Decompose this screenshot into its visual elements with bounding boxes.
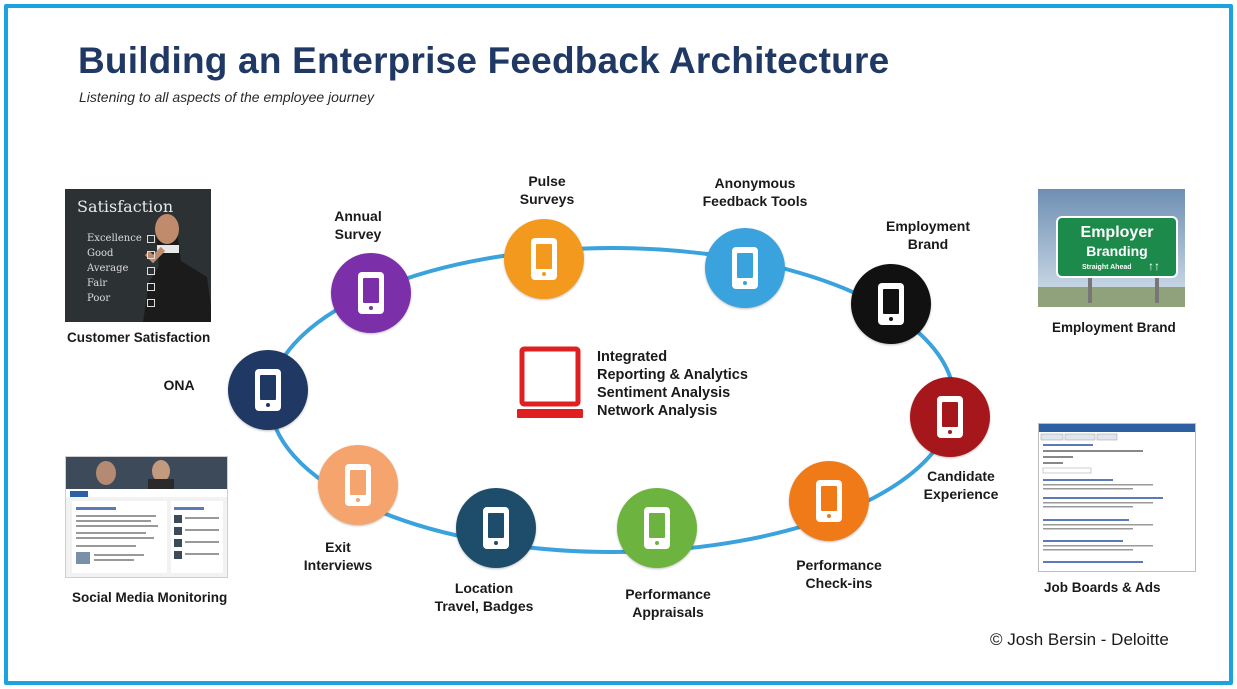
- phone-icon: [816, 480, 842, 522]
- center-line: Sentiment Analysis: [597, 385, 731, 401]
- board-title: Satisfaction: [77, 197, 174, 216]
- caption-employment-brand: Employment Brand: [1052, 320, 1176, 335]
- laptop-icon: [517, 346, 583, 418]
- customer-satisfaction-image: Satisfaction Excellence Good Average Fai…: [65, 189, 211, 322]
- center-line: Network Analysis: [597, 403, 718, 419]
- node-anonymous-feedback-tools: [705, 228, 785, 308]
- phone-icon: [255, 369, 281, 411]
- slide-subtitle: Listening to all aspects of the employee…: [79, 89, 374, 105]
- node-performance-appraisals: [617, 488, 697, 568]
- node-pulse-surveys: [504, 219, 584, 299]
- label-ona: ONA: [163, 377, 195, 393]
- caption-job-boards-ads: Job Boards & Ads: [1044, 580, 1161, 595]
- slide-title: Building an Enterprise Feedback Architec…: [78, 40, 890, 81]
- job-boards-image: [1038, 423, 1196, 572]
- phone-icon: [732, 247, 758, 289]
- center-capabilities: Integrated Reporting & Analytics Sentime…: [597, 348, 748, 420]
- phone-icon: [531, 238, 557, 280]
- sign-line-2: Branding: [1086, 243, 1148, 259]
- phone-icon: [644, 507, 670, 549]
- center-line: Reporting & Analytics: [597, 367, 748, 383]
- up-arrows-icon: ↑↑: [1148, 259, 1160, 273]
- board-items: Excellence Good Average Fair Poor: [87, 233, 142, 304]
- caption-customer-satisfaction: Customer Satisfaction: [67, 330, 211, 345]
- phone-icon: [937, 396, 963, 438]
- node-employment-brand: [851, 264, 931, 344]
- employment-brand-image: Employer Branding Straight Ahead ↑↑: [1038, 189, 1185, 307]
- center-line: Integrated: [597, 349, 668, 365]
- node-annual-survey: [331, 253, 411, 333]
- social-media-image: [65, 456, 228, 578]
- node-ona: [228, 350, 308, 430]
- node-exit-interviews: [318, 445, 398, 525]
- node-location-travel-badges: [456, 488, 536, 568]
- phone-icon: [358, 272, 384, 314]
- node-candidate-experience: [910, 377, 990, 457]
- node-performance-check-ins: [789, 461, 869, 541]
- sign-line-3: Straight Ahead: [1082, 264, 1132, 271]
- phone-icon: [878, 283, 904, 325]
- checkbox-icons: [147, 235, 155, 307]
- phone-icon: [483, 507, 509, 549]
- phone-icon: [345, 464, 371, 506]
- caption-social-media-monitoring: Social Media Monitoring: [72, 590, 228, 605]
- copyright: © Josh Bersin - Deloitte: [990, 630, 1169, 649]
- sign-line-1: Employer: [1080, 224, 1154, 241]
